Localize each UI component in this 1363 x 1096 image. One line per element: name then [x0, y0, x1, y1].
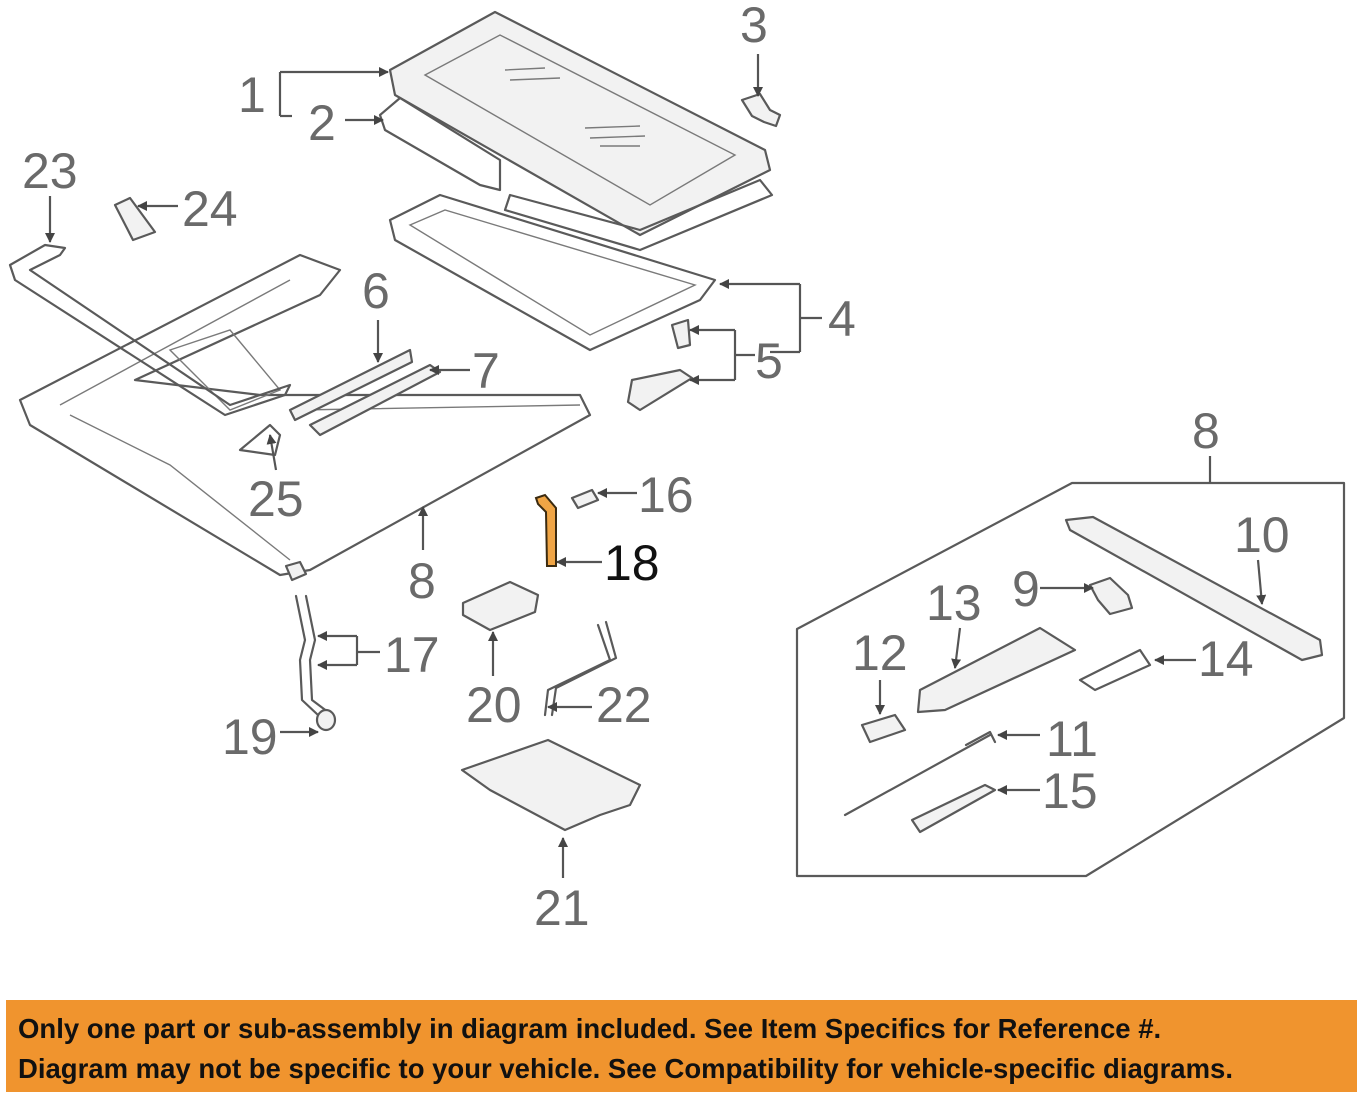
drain-hose [294, 594, 337, 732]
disclaimer-banner: Only one part or sub-assembly in diagram… [6, 1000, 1357, 1092]
rail [288, 348, 442, 437]
callout-2: 2 [308, 95, 336, 151]
callout-19: 19 [222, 709, 278, 765]
sunroof-housing [18, 253, 592, 582]
sunroof-parts-diagram: 1 2 3 4 5 6 7 8 8 9 10 11 12 13 14 15 16… [8, 0, 1346, 936]
guide [626, 318, 694, 412]
drain-tube [8, 243, 292, 417]
callout-7: 7 [472, 343, 500, 399]
callout-18: 18 [604, 535, 660, 591]
disclaimer-line-2: Diagram may not be specific to your vehi… [18, 1053, 1233, 1084]
callout-24: 24 [182, 181, 238, 237]
bolt [740, 92, 782, 128]
callout-23: 23 [22, 143, 78, 199]
callout-3: 3 [740, 0, 768, 53]
callout-8-inset: 8 [1192, 403, 1220, 459]
callout-20: 20 [466, 677, 522, 733]
callout-22: 22 [596, 677, 652, 733]
callout-4: 4 [828, 291, 856, 347]
callout-10: 10 [1234, 507, 1290, 563]
callout-6: 6 [362, 263, 390, 319]
disclaimer-line-1: Only one part or sub-assembly in diagram… [18, 1013, 1162, 1044]
callout-5: 5 [755, 333, 783, 389]
callout-15: 15 [1042, 763, 1098, 819]
sunroof-frame [388, 193, 717, 352]
leader-lines [45, 54, 1267, 878]
callout-25: 25 [248, 471, 304, 527]
glass-panel [388, 10, 772, 237]
trim-cover [460, 738, 642, 832]
detail-inset [795, 481, 1346, 878]
clip [113, 196, 157, 242]
callout-16: 16 [638, 467, 694, 523]
motor-block [461, 580, 540, 632]
bracket [238, 423, 282, 457]
callout-14: 14 [1198, 631, 1254, 687]
stopper [570, 488, 600, 510]
callout-13: 13 [926, 575, 982, 631]
callout-9: 9 [1012, 561, 1040, 617]
highlighted-part-hose [534, 493, 557, 567]
callout-17: 17 [384, 627, 440, 683]
callout-11: 11 [1046, 711, 1098, 767]
callout-1: 1 [238, 67, 266, 123]
callout-12: 12 [852, 625, 908, 681]
hose [543, 620, 618, 717]
weatherstrip [378, 96, 774, 252]
callout-21: 21 [534, 880, 590, 936]
callout-8-housing: 8 [408, 553, 436, 609]
